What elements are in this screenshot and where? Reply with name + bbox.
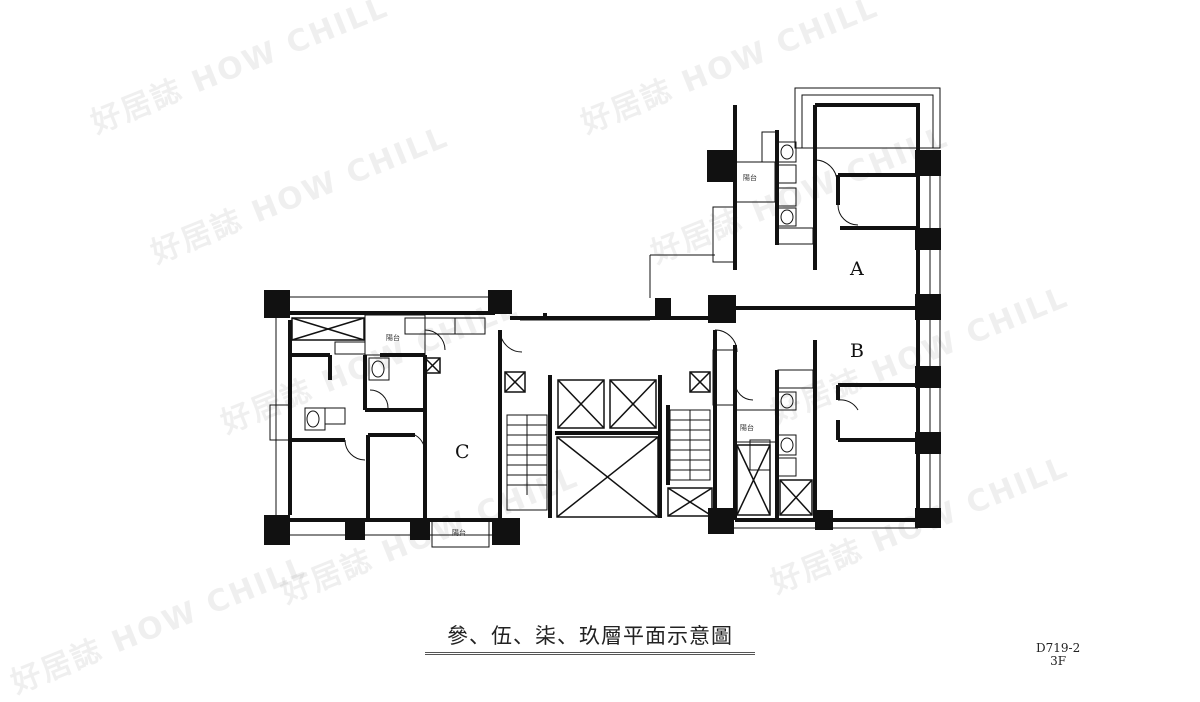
floor-plan: A B C 陽台 陽台 陽台 陽台 <box>264 87 941 548</box>
unit-label-c: C <box>455 441 470 463</box>
plan-caption: 參、伍、柒、玖層平面示意圖 <box>425 620 755 655</box>
drawing-code: D719-2 <box>1036 641 1081 655</box>
balcony-label: 陽台 <box>386 333 400 342</box>
balcony-label: 陽台 <box>743 173 757 182</box>
fixtures <box>269 131 814 477</box>
walls <box>288 103 920 522</box>
floor-label: 3F <box>1050 654 1067 668</box>
balcony-label: 陽台 <box>452 528 466 537</box>
unit-label-b: B <box>850 340 864 362</box>
door-swings <box>344 159 859 461</box>
shafts <box>291 317 813 518</box>
unit-label-a: A <box>849 258 864 280</box>
drawing-code-block: D719-2 3F <box>1036 642 1080 668</box>
balcony-label: 陽台 <box>740 423 754 432</box>
columns <box>264 150 941 545</box>
stairs <box>506 409 711 511</box>
